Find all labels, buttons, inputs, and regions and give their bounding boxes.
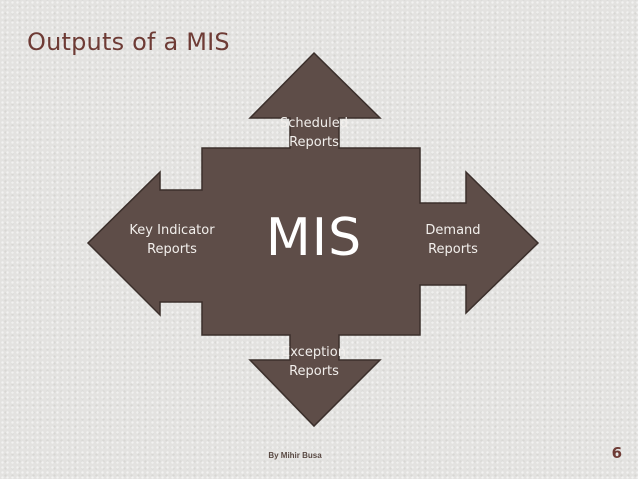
slide-title: Outputs of a MIS [27,28,230,56]
exception-reports-label: Exception Reports [265,343,363,381]
demand-reports-line2: Reports [428,242,478,257]
author-credit: By Mihir Busa [268,451,322,460]
key-indicator-reports-label: Key Indicator Reports [116,221,228,259]
exception-reports-line1: Exception [282,345,346,360]
key-indicator-reports-line1: Key Indicator [129,223,215,238]
key-indicator-reports-line2: Reports [147,242,197,257]
scheduled-reports-line2: Reports [289,135,339,150]
four-way-arrow-shape [86,51,540,428]
scheduled-reports-label: Scheduled Reports [265,114,363,152]
page-number: 6 [611,444,622,462]
scheduled-reports-line1: Scheduled [280,116,348,131]
mis-center-label: MIS [265,208,363,268]
exception-reports-line2: Reports [289,364,339,379]
demand-reports-line1: Demand [425,223,481,238]
demand-reports-label: Demand Reports [408,221,498,259]
